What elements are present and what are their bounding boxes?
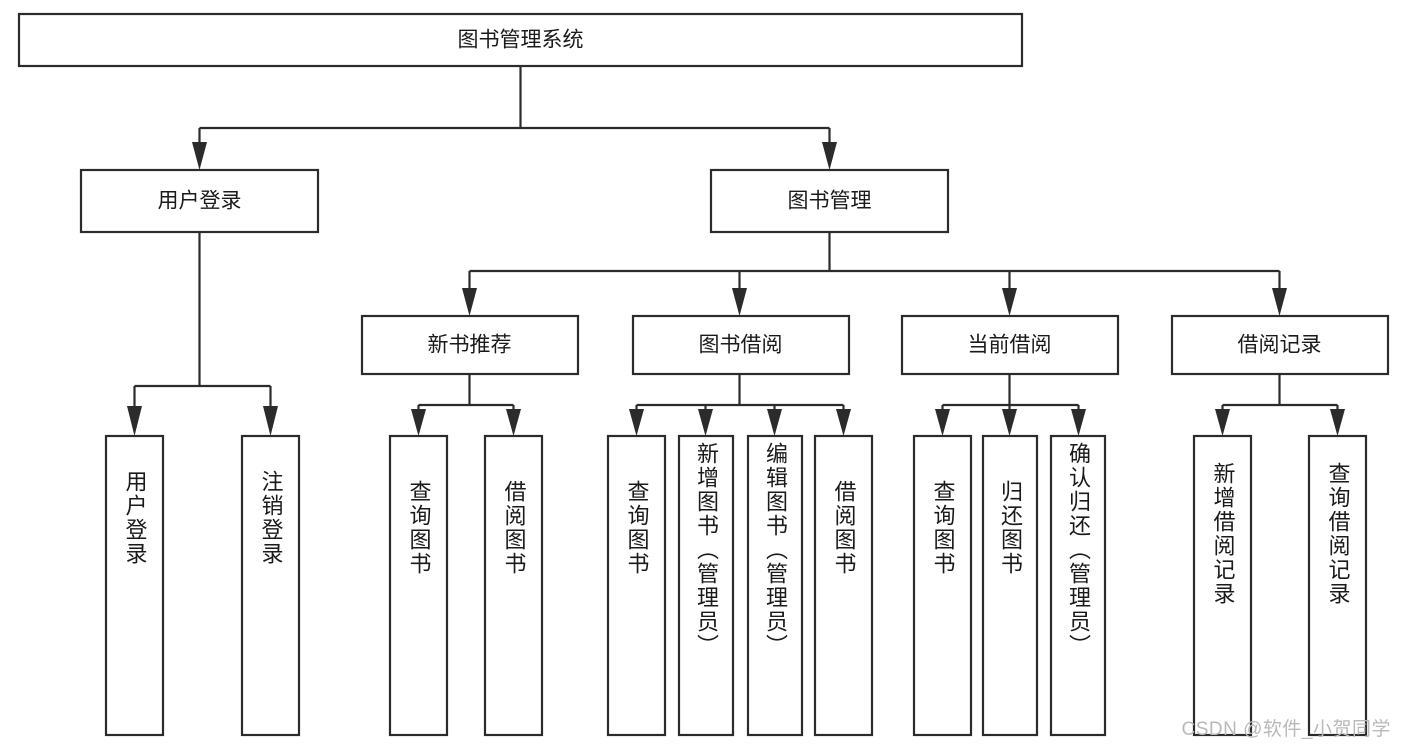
- leaf-query-record-box[interactable]: [1307, 434, 1368, 737]
- connector-group-book-borrow: [629, 374, 851, 436]
- arrowhead-book-manage: [822, 142, 837, 170]
- connector-group-new-book-recommend: [411, 374, 521, 436]
- connector-group-root: [192, 66, 837, 170]
- node-root-label: 图书管理系统: [458, 29, 584, 52]
- leaf-query-book-3-box[interactable]: [912, 434, 973, 737]
- node-new-book-recommend-label: 新书推荐: [428, 334, 512, 357]
- arrowhead-leaf-query-book-3: [935, 409, 950, 436]
- arrowhead-leaf-borrow-book-1: [506, 409, 521, 436]
- arrowhead-leaf-return-book: [1002, 409, 1017, 436]
- node-book-manage-box[interactable]: [709, 168, 950, 234]
- arrowhead-leaf-logout: [263, 406, 278, 436]
- arrowhead-borrow-record: [1272, 288, 1287, 316]
- leaf-return-book-box[interactable]: [981, 434, 1039, 737]
- connector-group-user-login: [127, 232, 278, 436]
- node-user-login[interactable]: 用户登录: [79, 168, 320, 234]
- node-borrow-record-label: 借阅记录: [1238, 334, 1322, 357]
- arrowhead-book-borrow: [732, 288, 747, 316]
- arrowhead-leaf-confirm-return: [1071, 409, 1086, 436]
- arrowhead-user-login: [192, 142, 207, 170]
- node-new-book-recommend[interactable]: 新书推荐: [360, 314, 580, 376]
- connector-group-book-manage: [462, 232, 1287, 316]
- node-current-borrow-box[interactable]: [900, 314, 1120, 376]
- leaf-user-login-box[interactable]: [104, 434, 165, 737]
- node-book-borrow-box[interactable]: [631, 314, 851, 376]
- arrowhead-leaf-edit-book: [767, 409, 782, 436]
- node-current-borrow-label: 当前借阅: [968, 334, 1052, 357]
- arrowhead-current-borrow: [1002, 288, 1017, 316]
- node-user-login-box[interactable]: [79, 168, 320, 234]
- arrowhead-leaf-add-record: [1215, 409, 1230, 436]
- arrowhead-leaf-query-book-2: [629, 409, 644, 436]
- arrowhead-leaf-query-book-1: [411, 409, 426, 436]
- node-root-box[interactable]: [17, 12, 1024, 68]
- arrowhead-new-book-recommend: [462, 288, 477, 316]
- leaf-edit-book-box[interactable]: [746, 434, 804, 737]
- arrowhead-leaf-borrow-book-2: [836, 409, 851, 436]
- arrowhead-leaf-query-record: [1330, 409, 1345, 436]
- node-book-manage-label: 图书管理: [788, 190, 872, 213]
- leaf-confirm-return-box[interactable]: [1049, 434, 1107, 737]
- leaf-query-book-1-box[interactable]: [388, 434, 449, 737]
- leaf-add-book-box[interactable]: [677, 434, 735, 737]
- connector-group-current-borrow: [935, 374, 1086, 436]
- node-book-borrow-label: 图书借阅: [699, 334, 783, 357]
- node-user-login-label: 用户登录: [158, 190, 242, 213]
- leaf-add-record-box[interactable]: [1192, 434, 1253, 737]
- node-book-borrow[interactable]: 图书借阅: [631, 314, 851, 376]
- leaf-query-book-2-box[interactable]: [606, 434, 667, 737]
- node-root[interactable]: 图书管理系统: [17, 12, 1024, 68]
- node-current-borrow[interactable]: 当前借阅: [900, 314, 1120, 376]
- node-new-book-recommend-box[interactable]: [360, 314, 580, 376]
- node-borrow-record-box[interactable]: [1170, 314, 1390, 376]
- leaf-boxes: [104, 434, 1368, 737]
- node-borrow-record[interactable]: 借阅记录: [1170, 314, 1390, 376]
- leaf-borrow-book-1-box[interactable]: [483, 434, 544, 737]
- node-book-manage[interactable]: 图书管理: [709, 168, 950, 234]
- leaf-logout-login-box[interactable]: [240, 434, 301, 737]
- csdn-watermark: CSDN @软件_小贺同学: [1181, 719, 1391, 740]
- arrowhead-leaf-user-login: [127, 406, 142, 436]
- connector-group-borrow-record: [1215, 374, 1345, 436]
- leaf-borrow-book-2-box[interactable]: [813, 434, 874, 737]
- arrowhead-leaf-add-book: [698, 409, 713, 436]
